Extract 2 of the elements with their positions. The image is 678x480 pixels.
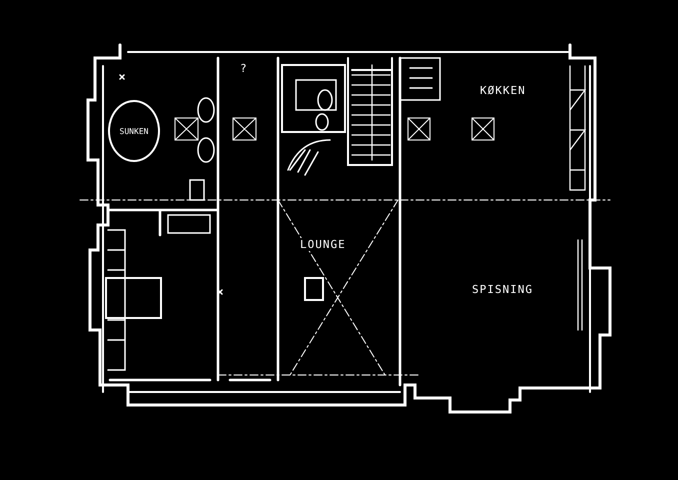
oval-tub [108,100,160,162]
room-label: SUNKEN [120,126,148,136]
